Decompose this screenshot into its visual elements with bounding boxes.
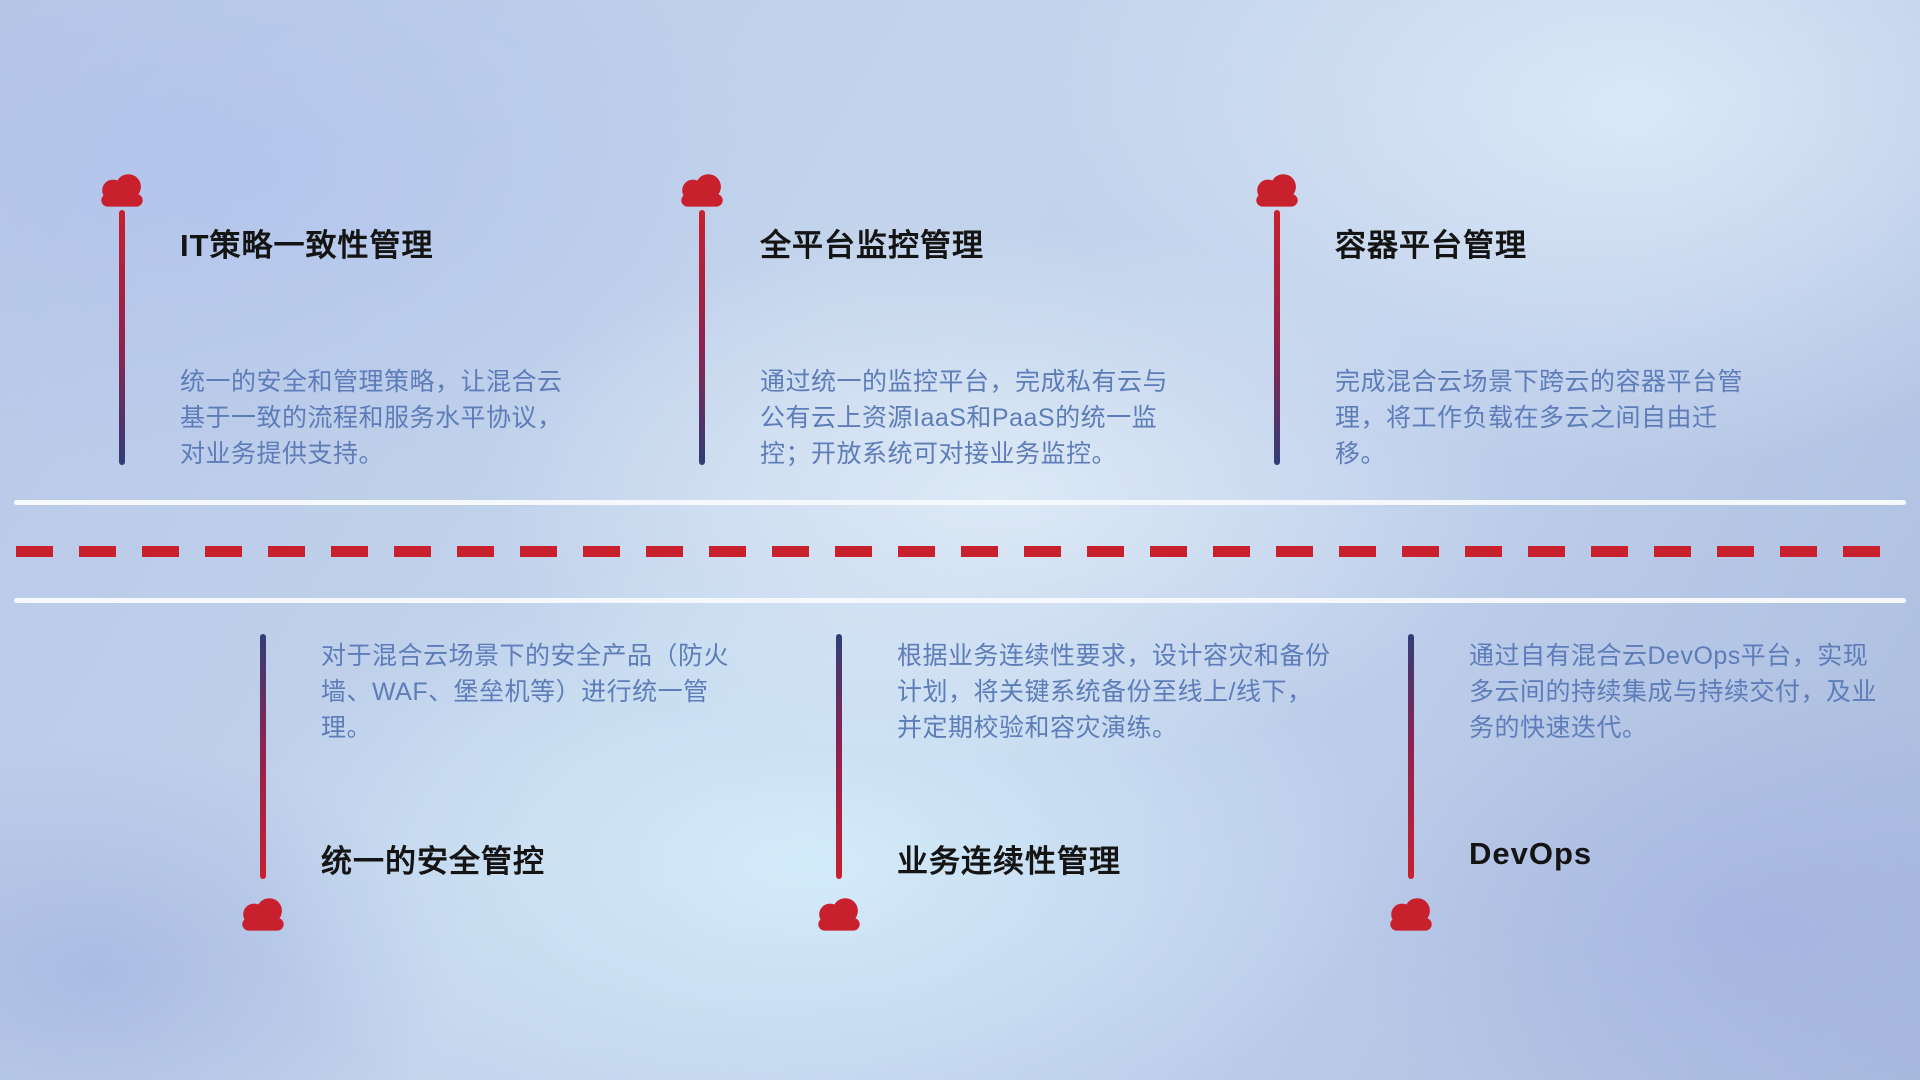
item-description: 通过自有混合云DevOps平台，实现多云间的持续集成与持续交付，及业务的快速迭代… [1469,642,1878,742]
item-description: 统一的安全和管理策略，让混合云基于一致的流程和服务水平协议，对业务提供支持。 [180,368,563,468]
item-description: 对于混合云场景下的安全产品（防火墙、WAF、堡垒机等）进行统一管理。 [321,642,730,742]
item-title: 统一的安全管控 [321,844,545,879]
connector-line [1408,634,1414,879]
item-description: 完成混合云场景下跨云的容器平台管理，将工作负载在多云之间自由迁移。 [1335,368,1744,468]
divider-line-bottom [14,598,1906,603]
cloud-icon [1384,894,1438,933]
cloud-icon [95,170,149,209]
item-title: 全平台监控管理 [760,228,984,263]
cloud-icon [812,894,866,933]
item-title: IT策略一致性管理 [180,228,434,263]
divider-line-top [14,500,1906,505]
item-description: 通过统一的监控平台，完成私有云与公有云上资源IaaS和PaaS的统一监控；开放系… [760,368,1169,468]
connector-line [1274,210,1280,465]
item-title: 业务连续性管理 [897,844,1121,879]
divider-dashed-line [16,546,1904,557]
item-description: 根据业务连续性要求，设计容灾和备份计划，将关键系统备份至线上/线下，并定期校验和… [897,642,1331,742]
cloud-icon [675,170,729,209]
item-title: DevOps [1469,836,1593,871]
cloud-icon [1250,170,1304,209]
connector-line [119,210,125,465]
connector-line [836,634,842,879]
connector-line [260,634,266,879]
item-title: 容器平台管理 [1335,228,1527,263]
cloud-icon [236,894,290,933]
connector-line [699,210,705,465]
